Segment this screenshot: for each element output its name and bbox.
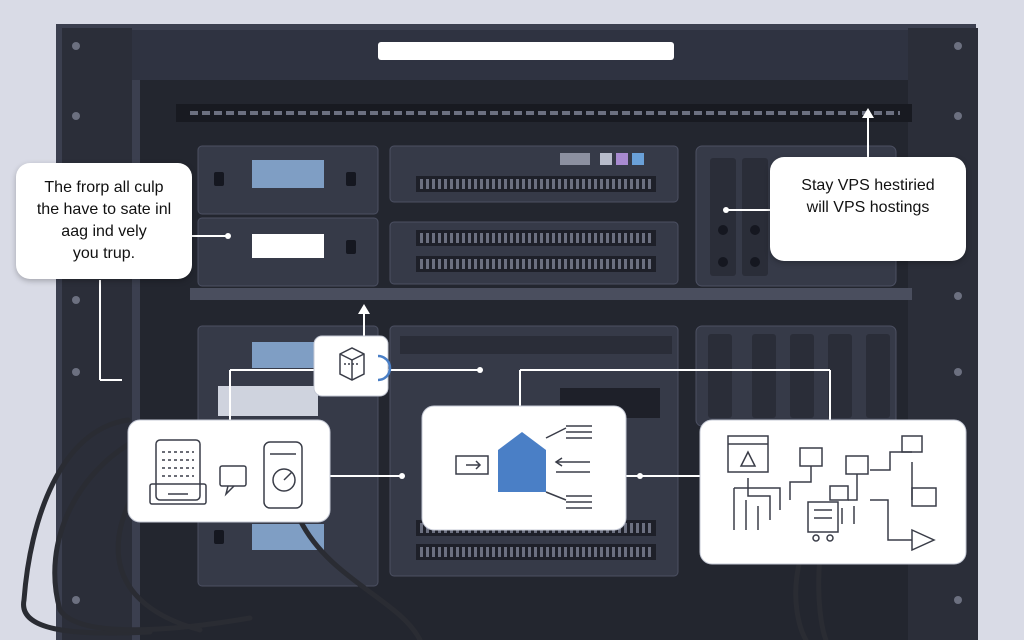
- right-callout: Stay VPS hestiried will VPS hostings: [770, 157, 966, 261]
- devices-panel: [127, 419, 331, 523]
- server-badge: [313, 335, 392, 397]
- lcd-screen: [252, 234, 324, 258]
- left-callout-text: The frorp all culp the have to sate inl …: [36, 179, 172, 262]
- left-callout: The frorp all culp the have to sate inl …: [16, 163, 192, 279]
- cube-icon: [339, 347, 365, 381]
- list-lines-icon: [545, 425, 592, 509]
- arrow-right-icon: [455, 455, 489, 475]
- server-unit-top-center-1: [389, 145, 679, 203]
- arrow-left-icon: [554, 457, 590, 473]
- shield-house-icon: [498, 432, 546, 492]
- connector-arrows: [225, 108, 874, 479]
- lcd-screen: [252, 342, 316, 368]
- network-hub-panel: [421, 405, 627, 531]
- rack-shelf: [190, 288, 912, 300]
- play-arrow-icon: [911, 528, 936, 552]
- warning-window-icon: [727, 435, 769, 473]
- refresh-arc-icon: [377, 354, 392, 382]
- rack-post-left: [62, 28, 132, 640]
- server-unit-top-center-2: [389, 221, 679, 285]
- server-unit-top-left-1: [197, 145, 379, 215]
- connector-lines: [99, 116, 869, 477]
- ceiling-light: [378, 42, 674, 60]
- document-icon: [807, 501, 839, 542]
- gauge-device-icon: [263, 441, 303, 509]
- flowchart-nodes-icon: [733, 435, 937, 541]
- right-callout-text: Stay VPS hestiried will VPS hostings: [801, 177, 935, 216]
- keypad-device-icon: [149, 439, 207, 505]
- flowchart-panel: [699, 419, 967, 565]
- rack-screws: [72, 42, 962, 604]
- server-unit-lower-right: [695, 325, 897, 427]
- lcd-screen: [252, 160, 324, 188]
- server-unit-top-left-2: [197, 217, 379, 287]
- chat-bubble-icon: [219, 465, 247, 497]
